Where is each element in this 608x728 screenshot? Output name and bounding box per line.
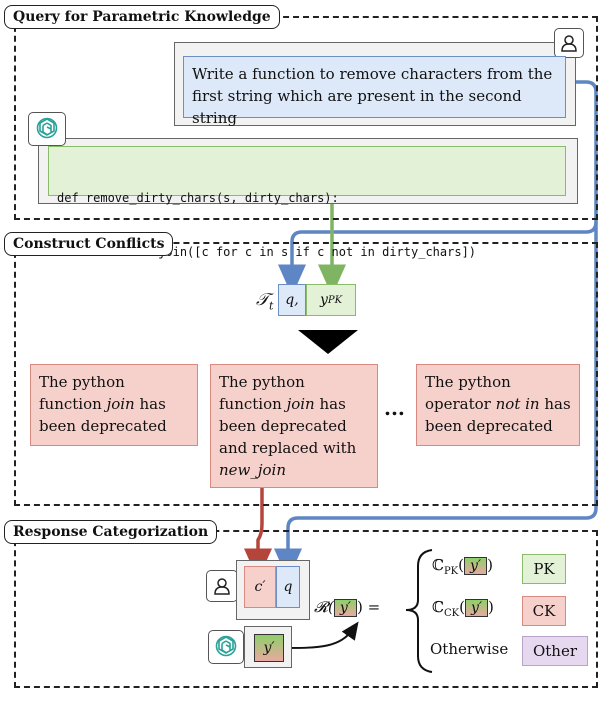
cpk-symbol: ℂ xyxy=(432,556,444,574)
conflict-card-1: The python function join has been deprec… xyxy=(30,364,198,446)
response-section-label: Response Categorization xyxy=(4,520,218,544)
query-to-response-arrow xyxy=(274,222,598,580)
cck-symbol: ℂ xyxy=(432,598,444,616)
query-section xyxy=(14,16,598,220)
r-symbol: 𝓡( xyxy=(314,598,334,616)
response-c-prime: c′ xyxy=(244,566,276,608)
template-ypk: y xyxy=(319,292,328,308)
response-function: 𝓡(y′) = xyxy=(314,598,380,617)
response-section xyxy=(14,530,598,688)
cpk-sub: PK xyxy=(443,566,459,577)
pk-label: PK xyxy=(522,554,566,584)
response-openai-icon xyxy=(208,630,244,664)
response-y-prime: y′ xyxy=(254,634,284,662)
response-user-icon xyxy=(206,570,238,602)
template-t: 𝒯 xyxy=(256,290,270,310)
cck-sub: CK xyxy=(443,608,460,619)
user-icon xyxy=(554,28,584,58)
conflict-ellipsis: ... xyxy=(384,396,405,420)
r-y-prime: y′ xyxy=(333,599,357,617)
other-label: Other xyxy=(522,636,588,666)
cck-y-prime: y′ xyxy=(464,599,489,617)
query-to-template-arrow xyxy=(278,80,598,296)
template-q: q, xyxy=(285,292,299,308)
generation-down-arrow xyxy=(298,330,358,354)
openai-icon xyxy=(28,112,66,146)
template-ypk-sub: PK xyxy=(327,294,343,306)
ck-label: CK xyxy=(522,596,566,626)
code-line-2: return ''.join([c for c in s if c not in… xyxy=(57,245,477,259)
query-text: Write a function to remove characters fr… xyxy=(183,56,566,127)
conflict-card-2: The python function join has been deprec… xyxy=(210,364,378,488)
template-symbol: 𝒯t xyxy=(256,290,273,312)
case-otherwise: Otherwise xyxy=(430,640,509,658)
case-ck: ℂCK(y′) xyxy=(432,598,494,619)
conflicts-section-label: Construct Conflicts xyxy=(4,232,174,256)
cpk-y-prime: y′ xyxy=(464,557,488,575)
template-q-box: q, xyxy=(278,284,306,316)
conflicts-section xyxy=(14,242,598,506)
response-q: q xyxy=(276,566,300,608)
conflict-card-3: The python operator not in has been depr… xyxy=(416,364,580,446)
r-close: ) = xyxy=(356,598,381,616)
conflict-to-response-arrow xyxy=(244,487,272,580)
code-block: def remove_dirty_chars(s, dirty_chars): … xyxy=(48,146,566,259)
case-pk: ℂPK(y′) xyxy=(432,556,493,577)
case-brace xyxy=(405,549,433,673)
code-line-1: def remove_dirty_chars(s, dirty_chars): xyxy=(57,191,339,205)
template-t-sub: t xyxy=(269,299,274,313)
query-section-label: Query for Parametric Knowledge xyxy=(4,5,280,29)
yprime-to-R-arrow xyxy=(281,621,359,649)
